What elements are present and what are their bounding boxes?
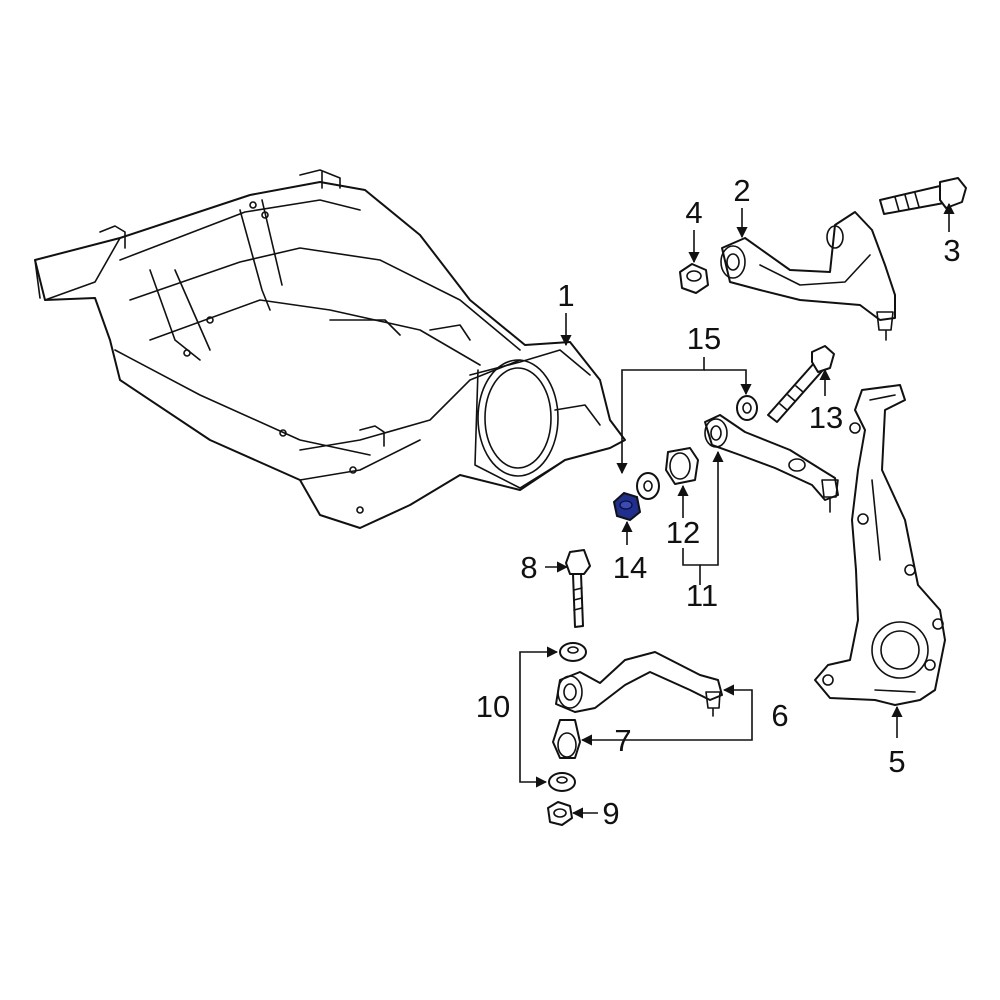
callout-15: 15 (687, 321, 721, 356)
bolt-part-3[interactable] (879, 177, 967, 215)
nut-part-14-highlighted[interactable] (612, 491, 642, 522)
bolt-part-8[interactable] (565, 549, 591, 628)
bushing-part-7[interactable] (552, 719, 581, 759)
nut-part-4[interactable] (679, 263, 709, 294)
washer-part-10-upper[interactable] (559, 642, 587, 662)
callout-13: 13 (809, 400, 843, 435)
callout-11: 11 (686, 578, 718, 613)
callout-3: 3 (943, 233, 960, 268)
callout-9: 9 (602, 796, 619, 831)
upper-control-arm-part[interactable] (720, 211, 896, 341)
nut-part-9[interactable] (547, 801, 573, 826)
callout-2: 2 (733, 173, 750, 208)
callout-4: 4 (685, 195, 702, 230)
callout-14: 14 (613, 550, 647, 585)
bolt-part-13[interactable] (767, 345, 835, 423)
leader-lines (519, 202, 955, 819)
subframe-part[interactable] (34, 169, 626, 529)
callout-labels: 1 2 3 4 5 6 7 8 9 10 11 12 13 14 15 (476, 173, 961, 831)
callout-5: 5 (888, 744, 905, 779)
callout-1: 1 (557, 278, 574, 313)
callout-7: 7 (614, 723, 631, 758)
front-lower-arm-part[interactable] (704, 414, 839, 513)
lower-control-arm-part[interactable] (555, 651, 723, 717)
callout-12: 12 (666, 515, 700, 550)
washer-part-15-right[interactable] (736, 395, 758, 421)
callout-8: 8 (520, 550, 537, 585)
washer-part-15-left[interactable] (636, 472, 660, 500)
callout-6: 6 (771, 698, 788, 733)
callout-10: 10 (476, 689, 510, 724)
bushing-part-12[interactable] (665, 447, 699, 485)
washer-part-10-lower[interactable] (548, 772, 576, 792)
steering-knuckle-part[interactable] (814, 384, 946, 706)
